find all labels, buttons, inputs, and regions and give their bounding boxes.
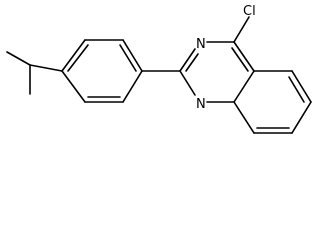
bond-c6-c7	[291, 101, 312, 134]
bond-c4-c4a-inner	[231, 47, 249, 72]
bond-isopropyl-ring	[29, 64, 63, 72]
bond-phenyl-1	[61, 39, 86, 72]
bond-c4a-c8a	[233, 70, 255, 103]
bond-phenyl-1-inner	[67, 44, 89, 72]
atom-label-chlorine: Cl	[243, 4, 256, 19]
quinazoline-structure: Cl N N	[6, 4, 312, 134]
bond-phenyl-3	[122, 39, 143, 72]
bond-phenyl-3-inner	[119, 44, 137, 72]
bond-c2-n3	[179, 48, 196, 72]
bond-c4-cl	[233, 16, 250, 43]
atom-label-nitrogen-bottom: N	[196, 97, 206, 112]
bonds	[6, 16, 312, 134]
atom-label-nitrogen-top: N	[196, 37, 206, 52]
bond-c2-n3-inner	[185, 53, 199, 72]
atom-labels: Cl N N	[196, 4, 256, 112]
bond-c8-c8a	[233, 101, 255, 134]
bond-c5-c6	[291, 70, 312, 103]
bond-n1-c2	[179, 70, 196, 96]
bond-methyl-top	[6, 51, 31, 66]
structure-diagram: Cl N N	[6, 4, 312, 134]
bond-c4-c4a	[233, 41, 255, 72]
bond-phenyl-6	[61, 70, 86, 103]
bond-phenyl-4	[122, 70, 143, 103]
bond-c5-c6-inner	[288, 76, 305, 103]
